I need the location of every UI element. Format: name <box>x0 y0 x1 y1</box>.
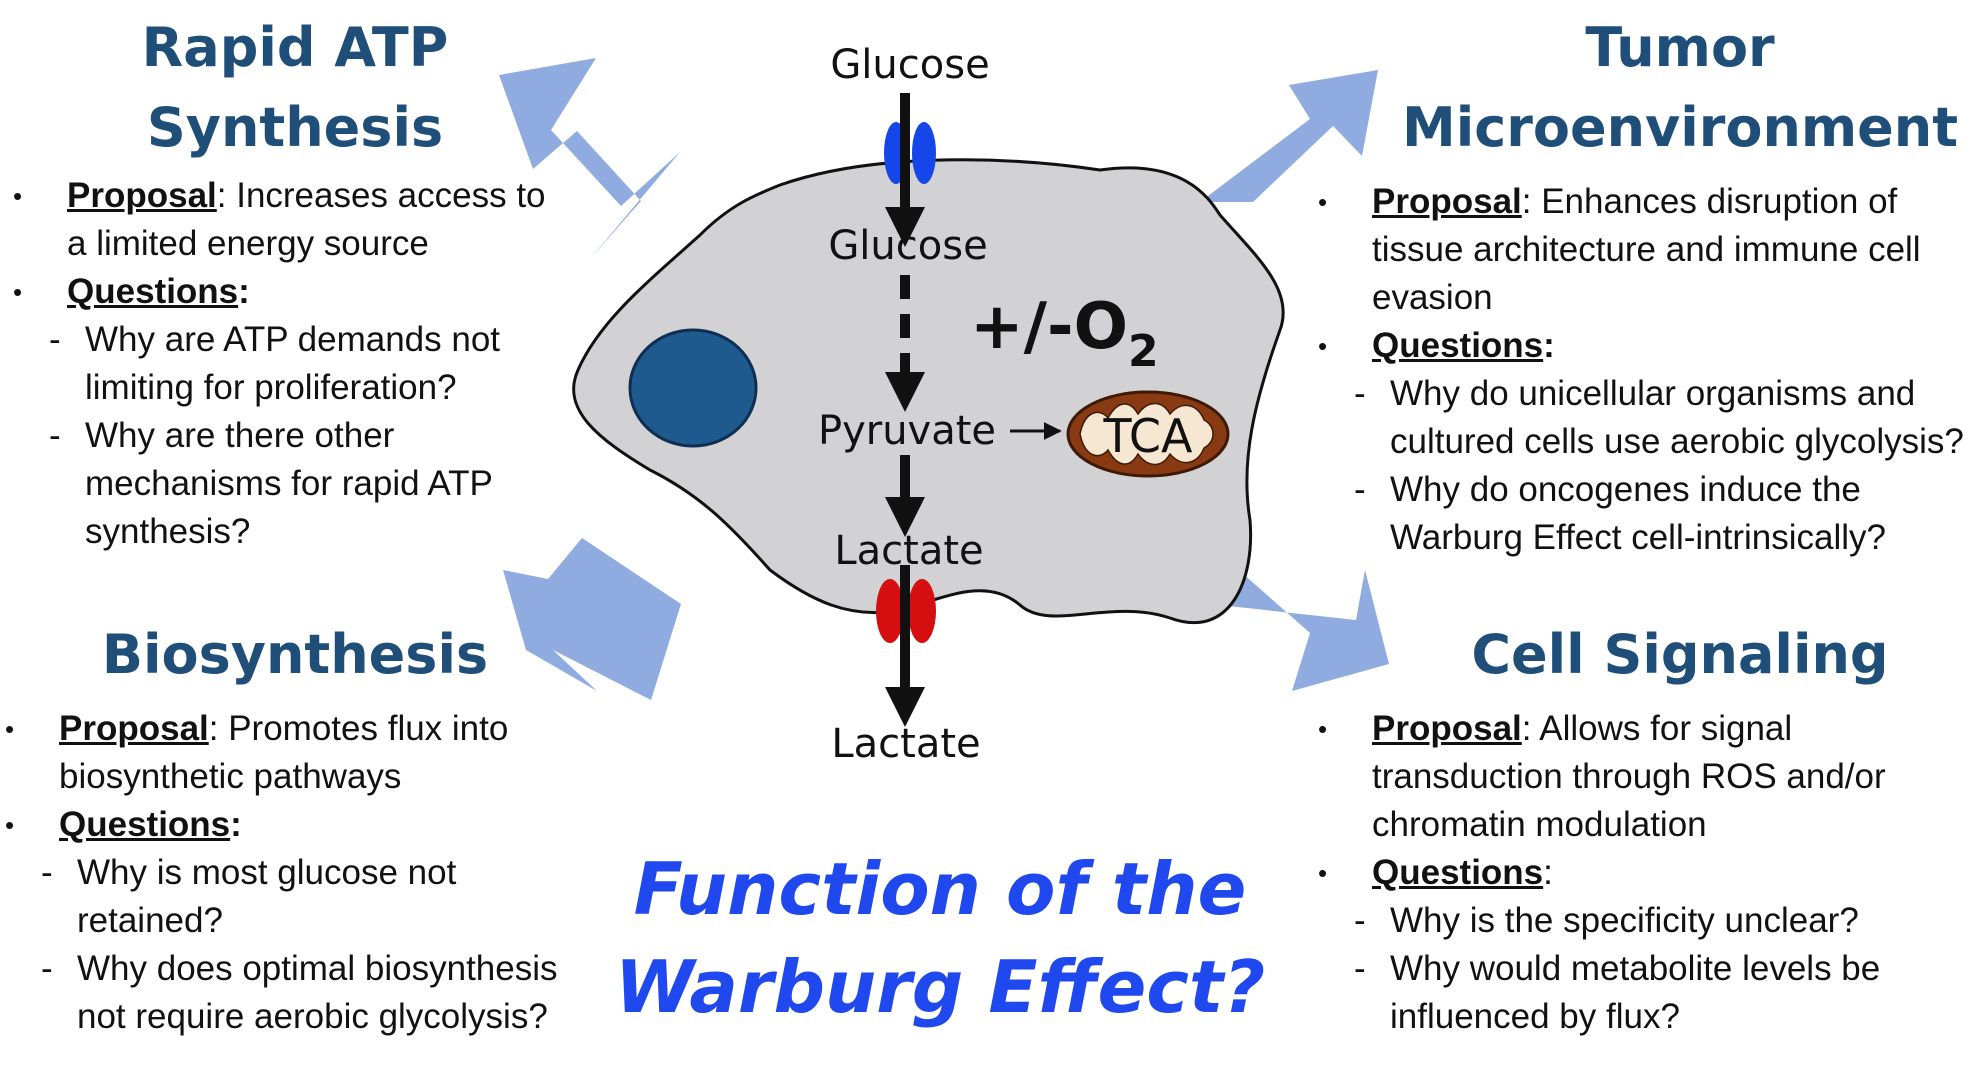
arrow-to-biosynthesis <box>503 538 681 700</box>
questions-label: Questions <box>1372 326 1544 365</box>
proposal-item: • Proposal: Increases access to a limite… <box>13 176 546 263</box>
question-item: -Why are there other mechanisms for rapi… <box>49 416 493 551</box>
questions-item: • Questions: <box>5 805 242 844</box>
questions-label: Questions <box>67 272 239 311</box>
proposal-item: • Proposal: Allows for signal transducti… <box>1318 709 1886 844</box>
section-tumor-microenvironment: • Proposal: Enhances disruption of tissu… <box>1318 178 1972 562</box>
lactate-transporter <box>876 579 936 643</box>
heading-cell-signaling: Cell Signaling <box>1471 623 1889 686</box>
label-lactate-inside: Lactate <box>834 528 983 574</box>
question-item: -Why do oncogenes induce the Warburg Eff… <box>1354 470 1886 557</box>
proposal-label: Proposal <box>1372 709 1522 748</box>
label-tca: TCA <box>1103 409 1194 463</box>
questions-label: Questions <box>59 805 231 844</box>
mitochondrion <box>1066 390 1230 478</box>
questions-label: Questions <box>1372 853 1544 892</box>
heading-tumor-microenvironment: Tumor Microenvironment <box>1401 16 1959 159</box>
proposal-item: • Proposal: Enhances disruption of tissu… <box>1318 182 1921 317</box>
title-line-1: Function of the <box>633 847 1247 931</box>
question-item: -Why is most glucose not retained? <box>41 853 457 940</box>
proposal-text: : Allows for signal transduction through… <box>1372 709 1886 844</box>
question-item: -Why does optimal biosynthesis not requi… <box>41 949 558 1036</box>
questions-item: • Questions: <box>1318 326 1555 365</box>
heading-rapid-atp: Rapid ATP Synthesis <box>141 16 449 159</box>
proposal-text: : Increases access to a limited energy s… <box>67 176 546 263</box>
proposal-label: Proposal <box>67 176 217 215</box>
label-lactate-outside: Lactate <box>831 721 980 767</box>
label-glucose-outside: Glucose <box>830 42 989 88</box>
label-pyruvate: Pyruvate <box>818 408 996 454</box>
label-glucose-inside: Glucose <box>828 223 987 269</box>
proposal-label: Proposal <box>59 709 209 748</box>
questions-item: • Questions: <box>1318 853 1553 892</box>
arrow-to-atp <box>499 58 680 259</box>
arrow-to-tumor <box>1200 70 1378 202</box>
section-rapid-atp: • Proposal: Increases access to a limite… <box>13 172 547 556</box>
questions-item: • Questions: <box>13 272 250 311</box>
section-biosynthesis: • Proposal: Promotes flux into biosynthe… <box>5 705 559 1041</box>
arrow-to-signaling <box>1210 565 1389 691</box>
question-item: -Why would metabolite levels be influenc… <box>1354 949 1881 1036</box>
proposal-text: : Promotes flux into biosynthetic pathwa… <box>59 709 509 796</box>
cell-body <box>572 158 1285 625</box>
question-item: -Why do unicellular organisms and cultur… <box>1354 374 1964 461</box>
section-cell-signaling: • Proposal: Allows for signal transducti… <box>1318 705 1952 1041</box>
diagram-title: Function of the Warburg Effect? <box>600 840 1280 1036</box>
proposal-text: : Enhances disruption of tissue architec… <box>1372 182 1921 317</box>
title-line-2: Warburg Effect? <box>614 945 1266 1029</box>
question-item: -Why are ATP demands not limiting for pr… <box>49 320 501 407</box>
nucleus <box>628 328 758 448</box>
heading-biosynthesis: Biosynthesis <box>101 623 489 686</box>
question-item: -Why is the specificity unclear? <box>1354 901 1859 940</box>
proposal-item: • Proposal: Promotes flux into biosynthe… <box>5 709 509 796</box>
label-oxygen: +/-O2 <box>970 290 1159 377</box>
proposal-label: Proposal <box>1372 182 1522 221</box>
